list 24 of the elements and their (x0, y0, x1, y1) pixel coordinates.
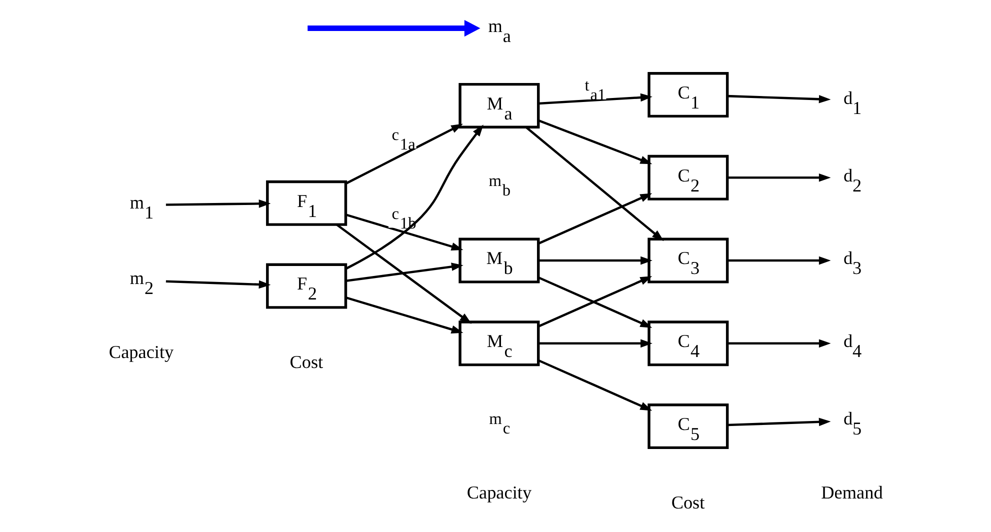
arrow (307, 20, 480, 37)
arrow (345, 262, 463, 282)
arrow (537, 193, 652, 245)
arrow (165, 200, 270, 208)
arrow (726, 418, 830, 426)
arrow (538, 256, 652, 265)
arrow (727, 256, 830, 265)
label: Capacity (108, 342, 174, 362)
arrow (165, 280, 270, 289)
arrow (336, 224, 472, 324)
arrow (537, 359, 652, 411)
label: Cost (670, 492, 704, 512)
arrow (538, 339, 652, 348)
arrow (726, 94, 830, 104)
arrow (727, 174, 830, 182)
arrow (538, 119, 652, 164)
arrow (345, 214, 463, 251)
arrow (538, 93, 652, 105)
arrow (524, 126, 664, 242)
label: Cost (289, 352, 323, 372)
arrow (345, 296, 463, 334)
arrow (727, 339, 830, 348)
label: Capacity (466, 482, 532, 502)
label: Demand (820, 482, 882, 502)
